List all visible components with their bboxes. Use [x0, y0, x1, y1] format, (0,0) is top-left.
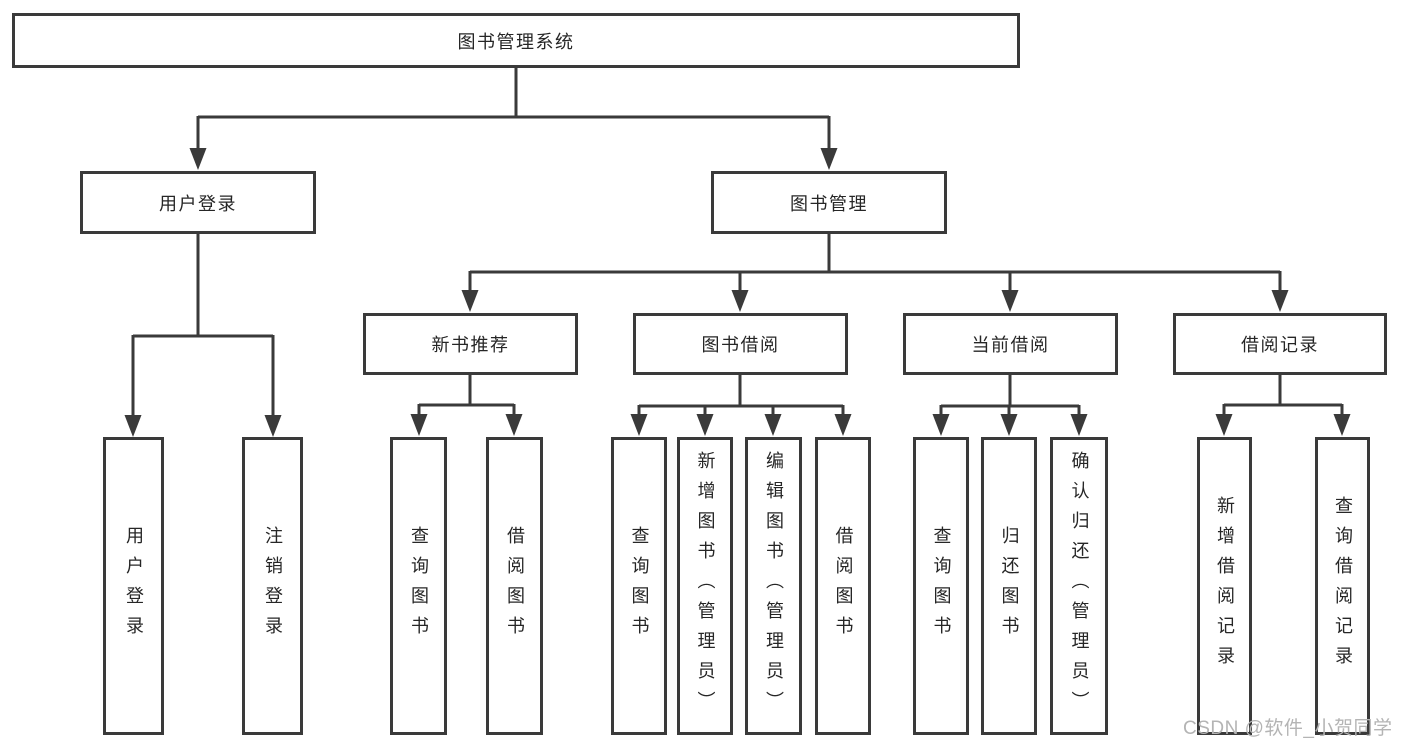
- leaf-cb-query-books: 查询图书: [913, 437, 969, 735]
- leaf-bb-add-books: 新增图书（管理员）: [677, 437, 733, 735]
- leaf-bb-query-books-label: 查询图书: [629, 526, 650, 646]
- node-book-management: 图书管理: [711, 171, 947, 234]
- leaf-bb-add-books-label: 新增图书（管理员）: [695, 451, 716, 721]
- leaf-bb-edit-books-label: 编辑图书（管理员）: [763, 451, 784, 721]
- node-new-book-recommend: 新书推荐: [363, 313, 578, 375]
- node-book-borrowing: 图书借阅: [633, 313, 848, 375]
- leaf-cb-return-books: 归还图书: [981, 437, 1037, 735]
- csdn-watermark: CSDN @软件_小贺同学: [1183, 718, 1393, 739]
- leaf-cb-confirm-return-label: 确认归还（管理员）: [1069, 451, 1090, 721]
- leaf-cb-return-books-label: 归还图书: [999, 526, 1020, 646]
- leaf-nb-query-books: 查询图书: [390, 437, 447, 735]
- leaf-logout-label: 注销登录: [262, 526, 283, 646]
- node-borrowing-records: 借阅记录: [1173, 313, 1387, 375]
- edge-lines: [131, 68, 1344, 417]
- leaf-br-add-record-label: 新增借阅记录: [1214, 496, 1235, 676]
- leaf-bb-borrow-books-label: 借阅图书: [833, 526, 854, 646]
- leaf-logout: 注销登录: [242, 437, 303, 735]
- leaf-user-login-label: 用户登录: [123, 526, 144, 646]
- leaf-nb-borrow-books-label: 借阅图书: [504, 526, 525, 646]
- node-user-login: 用户登录: [80, 171, 316, 234]
- leaf-br-query-record-label: 查询借阅记录: [1332, 496, 1353, 676]
- node-current-borrowing: 当前借阅: [903, 313, 1118, 375]
- arrowheads: [124, 148, 1351, 437]
- leaf-cb-confirm-return: 确认归还（管理员）: [1050, 437, 1108, 735]
- leaf-br-add-record: 新增借阅记录: [1197, 437, 1252, 735]
- leaf-user-login: 用户登录: [103, 437, 164, 735]
- leaf-cb-query-books-label: 查询图书: [931, 526, 952, 646]
- leaf-bb-query-books: 查询图书: [611, 437, 667, 735]
- leaf-br-query-record: 查询借阅记录: [1315, 437, 1370, 735]
- leaf-nb-borrow-books: 借阅图书: [486, 437, 543, 735]
- leaf-bb-edit-books: 编辑图书（管理员）: [745, 437, 802, 735]
- leaf-nb-query-books-label: 查询图书: [408, 526, 429, 646]
- leaf-bb-borrow-books: 借阅图书: [815, 437, 871, 735]
- node-root-system: 图书管理系统: [12, 13, 1020, 68]
